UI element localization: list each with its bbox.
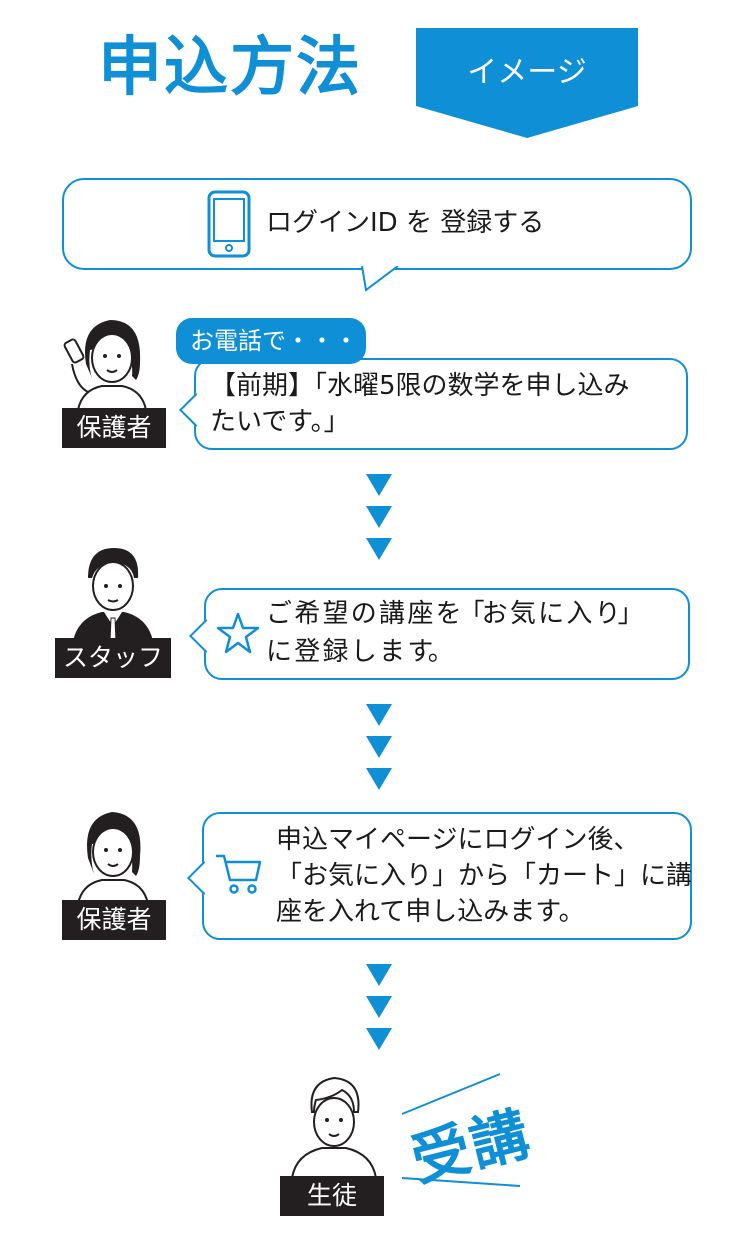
- login-text: ログインID を 登録する: [266, 208, 545, 238]
- student-tag: 生徒: [280, 1176, 384, 1216]
- down-arrow: [366, 506, 392, 528]
- guardian-text-line3: 座を入れて申し込みます。: [276, 897, 585, 927]
- guardian-phone-avatar: [63, 320, 147, 410]
- down-arrow: [366, 964, 392, 986]
- image-banner-label: イメージ: [467, 55, 587, 90]
- image-banner: [416, 28, 638, 138]
- student-avatar: [291, 1076, 377, 1178]
- guardian-avatar: [77, 812, 149, 904]
- call-text-line1: 【前期】「水曜5限の数学を申し込み: [210, 371, 630, 401]
- down-arrow: [366, 996, 392, 1018]
- guardian-bubble: [202, 812, 692, 940]
- page-title: 申込方法: [98, 31, 362, 105]
- down-arrow: [366, 538, 392, 560]
- staff-text-line1: ご 希 望 の 講 座 を「お 気 に 入 り」: [266, 599, 644, 629]
- down-arrow: [366, 768, 392, 790]
- cart-icon: [216, 854, 262, 894]
- call-text-line2: たいです。」: [210, 407, 350, 437]
- down-arrow: [366, 474, 392, 496]
- star-icon: [216, 612, 260, 654]
- login-bubble-tail: [361, 266, 399, 292]
- down-arrow: [366, 1028, 392, 1050]
- staff-avatar: [72, 548, 154, 646]
- guardian-tag-2: 保護者: [62, 900, 166, 940]
- down-arrow: [366, 704, 392, 726]
- emphasis-lines: [401, 1073, 521, 1187]
- staff-bubble: [204, 588, 690, 680]
- guardian-text-line1: 申込マイページにログイン後、: [276, 825, 640, 855]
- smartphone-icon: [207, 190, 251, 258]
- down-arrow: [366, 736, 392, 758]
- guardian-tag: 保護者: [62, 408, 166, 448]
- staff-text-line2: に 登 録 し ま す。: [266, 637, 454, 667]
- phone-call-badge: お電話で・・・: [176, 318, 366, 364]
- staff-tag: スタッフ: [55, 638, 171, 678]
- guardian-text-line2: 「お気に入り」から「カート」に講: [276, 861, 693, 891]
- call-bubble: [194, 358, 688, 450]
